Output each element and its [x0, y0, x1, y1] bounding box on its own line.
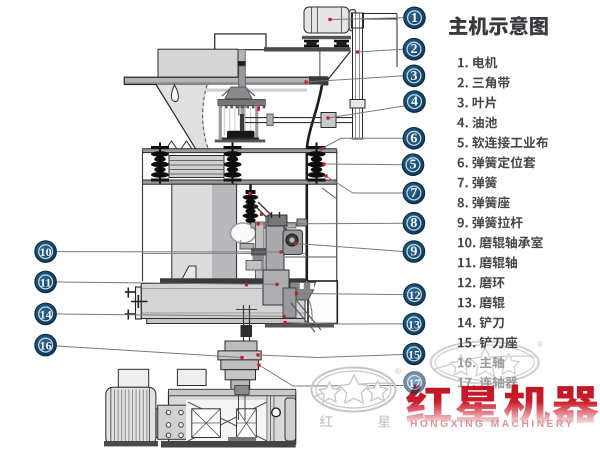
svg-text:9: 9: [410, 245, 417, 260]
svg-text:14: 14: [40, 307, 52, 321]
svg-text:17: 17: [409, 376, 421, 390]
svg-text:12: 12: [409, 288, 421, 302]
svg-text:HONGXING MACHINERY: HONGXING MACHINERY: [410, 419, 575, 430]
svg-text:3: 3: [411, 69, 418, 84]
svg-text:8: 8: [410, 216, 417, 231]
svg-text:®: ®: [395, 367, 401, 376]
svg-text:®: ®: [537, 340, 543, 349]
svg-text:15: 15: [408, 347, 420, 361]
svg-text:10: 10: [40, 245, 52, 259]
svg-text:7: 7: [410, 186, 417, 201]
svg-text:11: 11: [40, 275, 51, 289]
svg-text:13: 13: [408, 317, 420, 331]
svg-text:4: 4: [411, 95, 418, 110]
svg-text:1: 1: [411, 11, 418, 26]
svg-text:5: 5: [410, 158, 417, 173]
svg-text:16: 16: [40, 339, 52, 353]
svg-text:6: 6: [410, 131, 417, 146]
svg-text:2: 2: [411, 42, 418, 57]
